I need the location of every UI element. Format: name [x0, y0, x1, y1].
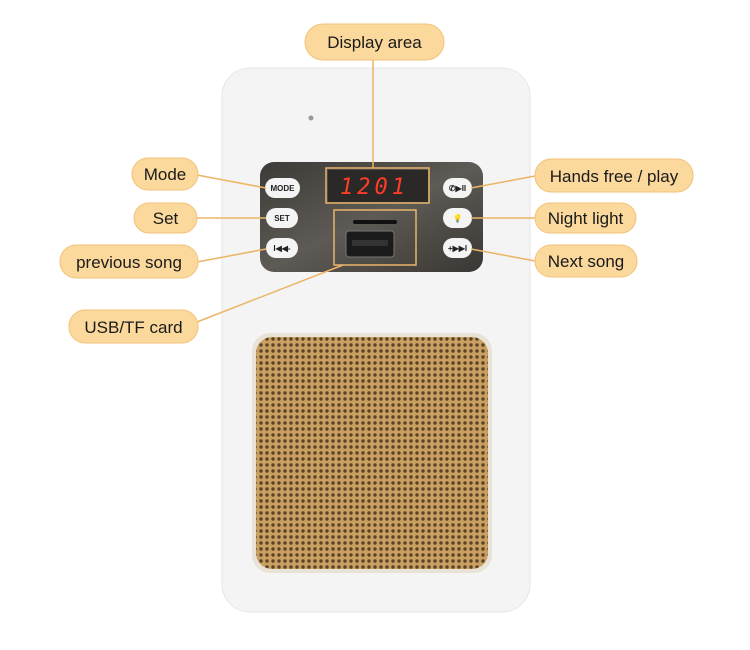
night-light-button[interactable]: 💡: [443, 208, 472, 228]
mode-button[interactable]: MODE: [265, 178, 300, 198]
svg-text:Mode: Mode: [144, 165, 187, 184]
label-previous-song: previous song: [59, 244, 199, 279]
svg-text:Hands free / play: Hands free / play: [550, 167, 679, 186]
label-display-area: Display area: [304, 23, 445, 61]
speaker-grille: [256, 337, 488, 569]
tf-card-slot: [353, 220, 397, 224]
next-song-button[interactable]: +▶▶I: [443, 238, 472, 258]
display-screen: [328, 170, 428, 202]
usb-tf-slot-area: [333, 209, 417, 266]
microphone-hole: [308, 115, 314, 121]
leader-lines: [196, 60, 536, 323]
display-highlight: [325, 167, 430, 204]
svg-text:USB/TF card: USB/TF card: [84, 318, 182, 337]
set-button-label: SET: [274, 214, 290, 223]
usb-port-tongue: [352, 240, 388, 246]
phone-play-icon: ✆▶II: [449, 184, 466, 193]
label-next-song: Next song: [534, 244, 638, 278]
label-mode: Mode: [131, 157, 199, 191]
label-set: Set: [133, 202, 198, 234]
hands-free-play-button[interactable]: ✆▶II: [443, 178, 472, 198]
svg-text:previous song: previous song: [76, 253, 182, 272]
svg-text:Night light: Night light: [548, 209, 624, 228]
label-usb-tf-card: USB/TF card: [68, 309, 199, 344]
next-icon: +▶▶I: [448, 244, 467, 253]
display-reading: 1201: [340, 175, 409, 200]
label-night-light: Night light: [534, 202, 637, 234]
svg-text:Display area: Display area: [327, 33, 422, 52]
bulb-icon: 💡: [453, 213, 463, 223]
label-hands-free-play: Hands free / play: [534, 158, 694, 193]
svg-text:Set: Set: [153, 209, 179, 228]
previous-song-button[interactable]: I◀◀-: [266, 238, 298, 258]
svg-text:Next song: Next song: [548, 252, 625, 271]
previous-icon: I◀◀-: [273, 244, 291, 253]
mode-button-label: MODE: [271, 184, 296, 193]
set-button[interactable]: SET: [266, 208, 298, 228]
